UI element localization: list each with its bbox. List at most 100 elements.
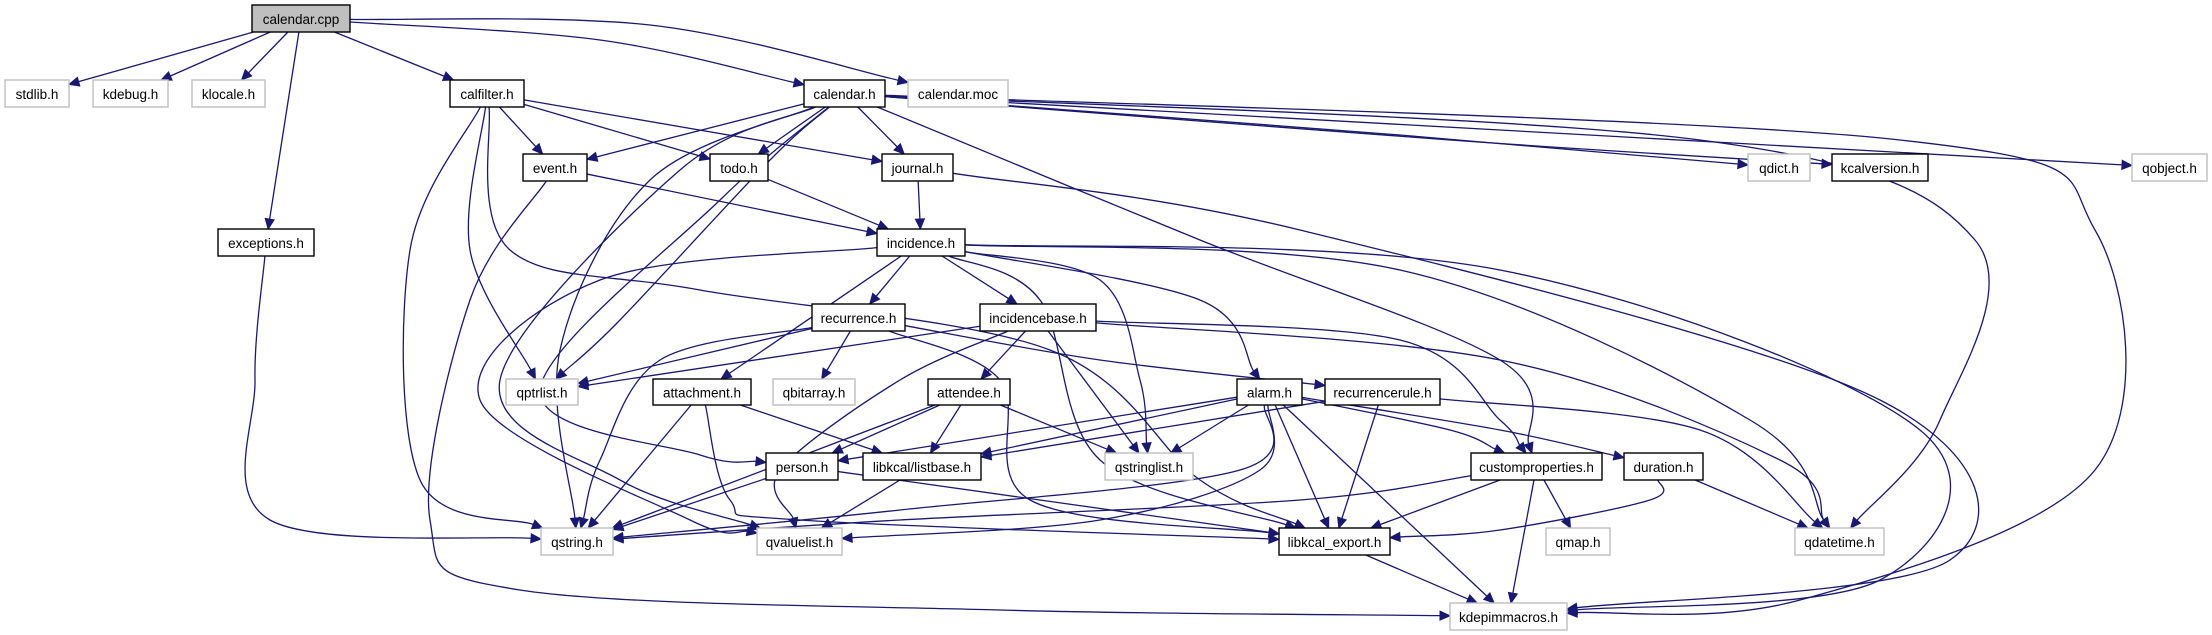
node-box [907, 79, 1009, 108]
node-incidence-h[interactable]: incidence.h [876, 228, 966, 257]
node-box [4, 79, 70, 108]
node-box[interactable] [217, 228, 315, 257]
arrowhead-icon [831, 443, 844, 454]
edge-line [884, 95, 2123, 166]
edge-calfilter-h-to-journal-h [523, 99, 884, 165]
edge-line [477, 246, 878, 534]
node-recurrencerule-h[interactable]: recurrencerule.h [1324, 378, 1441, 406]
edge-line [596, 103, 805, 158]
node-libkcal-export-h[interactable]: libkcal_export.h [1278, 527, 1391, 556]
node-customproperties-h[interactable]: customproperties.h [1470, 452, 1603, 481]
edge-line [1274, 404, 1326, 520]
node-todo-h[interactable]: todo.h [709, 153, 769, 182]
edge-line [1095, 320, 1521, 446]
node-box[interactable] [765, 452, 839, 481]
node-listbase-h[interactable]: libkcal/listbase.h [862, 452, 982, 481]
edge-line [1047, 330, 1134, 446]
node-box[interactable] [1236, 378, 1303, 406]
edge-recurrencerule-h-to-qdatetime-h [1439, 398, 1824, 529]
node-box[interactable] [811, 303, 906, 332]
edge-alarm-h-to-duration-h [1301, 396, 1626, 461]
node-label: person.h [776, 460, 829, 475]
arrowhead-icon [441, 71, 455, 81]
arrowhead-icon [1104, 444, 1118, 454]
node-calendar-moc: calendar.moc [907, 79, 1009, 108]
edge-recurrence-h-to-qstring-h [578, 326, 813, 530]
node-label: event.h [533, 161, 577, 176]
edge-line [586, 173, 868, 233]
node-box[interactable] [652, 378, 752, 406]
arrowhead-icon [1267, 526, 1281, 538]
edge-line [594, 404, 692, 521]
edge-incidence-h-to-alarm-h [964, 250, 1261, 380]
node-box[interactable] [803, 79, 886, 108]
node-box[interactable] [876, 228, 966, 257]
edge-calendar-cpp-to-calendar-h [349, 21, 806, 88]
node-box[interactable] [251, 4, 351, 33]
edge-line [1095, 322, 1825, 521]
node-box[interactable] [881, 153, 954, 182]
node-box[interactable] [1278, 527, 1391, 556]
arrowhead-icon [1796, 519, 1809, 529]
node-qbitarray-h: qbitarray.h [772, 378, 856, 406]
node-box[interactable] [1831, 153, 1929, 182]
node-recurrence-h[interactable]: recurrence.h [811, 303, 906, 332]
edge-line [847, 396, 1238, 460]
node-box[interactable] [862, 452, 982, 481]
node-box[interactable] [927, 378, 1011, 406]
node-box [1545, 527, 1611, 556]
edge-line [622, 477, 767, 527]
node-box[interactable] [449, 79, 525, 108]
node-incidencebase-h[interactable]: incidencebase.h [979, 303, 1097, 332]
edge-calfilter-h-to-qstring-h [402, 106, 544, 530]
node-attachment-h[interactable]: attachment.h [652, 378, 752, 406]
arrowhead-icon [1313, 379, 1327, 390]
node-exceptions-h[interactable]: exceptions.h [217, 228, 315, 257]
arrowhead-icon [929, 441, 941, 455]
node-kcalversion-h[interactable]: kcalversion.h [1831, 153, 1929, 182]
arrowhead-icon [1169, 442, 1183, 454]
arrowhead-icon [868, 292, 881, 305]
node-qstring-h: qstring.h [540, 527, 614, 556]
node-box[interactable] [979, 303, 1097, 332]
node-label: incidence.h [887, 236, 955, 251]
arrowhead-icon [2121, 159, 2134, 171]
edge-incidencebase-h-to-qdatetime-h [1095, 322, 1831, 529]
node-journal-h[interactable]: journal.h [881, 153, 954, 182]
arrowhead-icon [1482, 591, 1496, 604]
edge-line [826, 330, 851, 371]
node-label: qstring.h [551, 535, 603, 550]
edge-alarm-h-to-qstringlist-h [1169, 404, 1249, 454]
node-box [1104, 452, 1194, 481]
edge-alarm-h-to-kdepimmacros-h [1282, 404, 1496, 604]
edge-line [555, 106, 815, 519]
edge-libkcal-export-h-to-kdepimmacros-h [1365, 554, 1479, 604]
node-alarm-h[interactable]: alarm.h [1236, 378, 1303, 406]
node-duration-h[interactable]: duration.h [1623, 452, 1704, 481]
arrowhead-icon [1523, 441, 1534, 455]
node-attendee-h[interactable]: attendee.h [927, 378, 1011, 406]
node-calfilter-h[interactable]: calfilter.h [449, 79, 525, 108]
node-box[interactable] [1623, 452, 1704, 481]
node-kdebug-h: kdebug.h [92, 79, 169, 108]
edge-calfilter-h-to-qptrlist-h [467, 106, 536, 381]
arrowhead-icon [893, 142, 906, 155]
node-calendar-h[interactable]: calendar.h [803, 79, 886, 108]
node-box[interactable] [522, 153, 588, 182]
node-label: todo.h [720, 161, 758, 176]
edge-calendar-cpp-to-klocale-h [240, 31, 289, 81]
node-calendar-cpp[interactable]: calendar.cpp [251, 4, 351, 33]
node-box[interactable] [1324, 378, 1441, 406]
edge-line [248, 31, 289, 74]
node-box[interactable] [1470, 452, 1603, 481]
edge-line [857, 106, 898, 148]
edge-line [622, 404, 1275, 538]
node-box[interactable] [709, 153, 769, 182]
edge-line [767, 178, 880, 226]
arrowhead-icon [836, 453, 850, 465]
edge-incidence-h-to-incidencebase-h [941, 255, 1018, 305]
arrowhead-icon [1128, 441, 1140, 454]
node-event-h[interactable]: event.h [522, 153, 588, 182]
node-person-h[interactable]: person.h [765, 452, 839, 481]
